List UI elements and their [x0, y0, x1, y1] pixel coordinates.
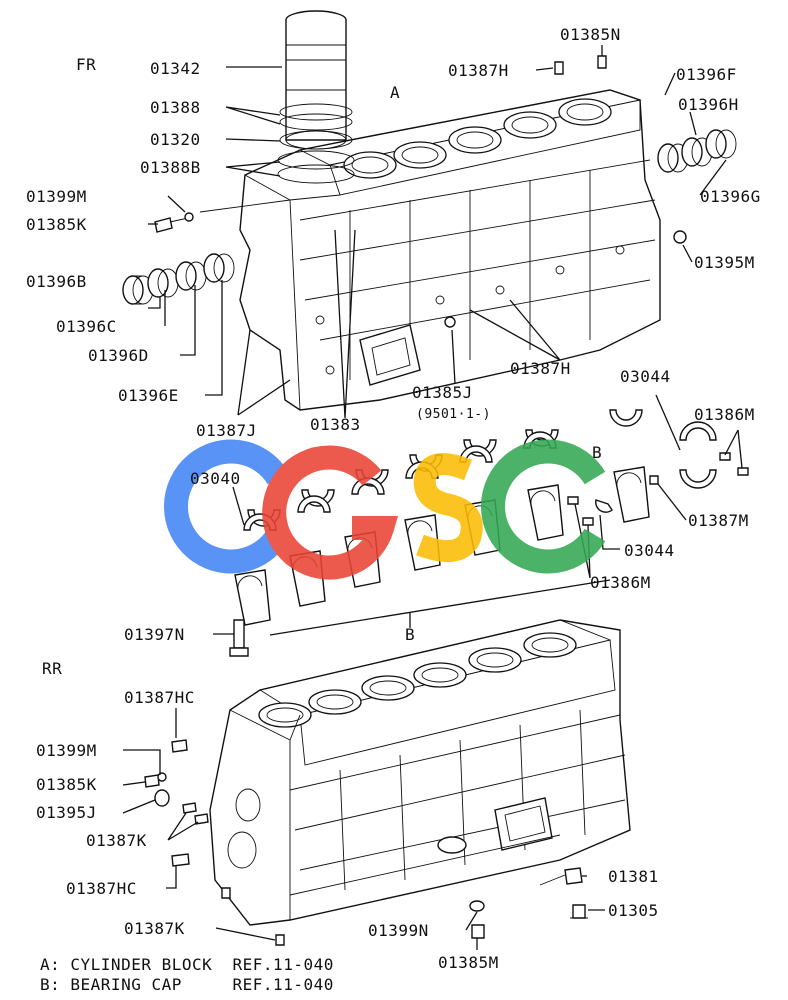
part-label-03040[interactable]: 03040	[190, 469, 241, 488]
part-label-01396G[interactable]: 01396G	[700, 187, 761, 206]
camshaft-bushings-front	[122, 253, 235, 305]
bearing-cap-bolt	[229, 619, 249, 657]
part-label-01388B[interactable]: 01388B	[140, 158, 201, 177]
part-label-01385K[interactable]: 01385K	[26, 215, 87, 234]
part-label-01399N[interactable]: 01399N	[368, 921, 429, 940]
part-label-01387HC-top[interactable]: 01387HC	[124, 688, 195, 707]
o-rings	[277, 103, 355, 184]
part-label-01383[interactable]: 01383	[310, 415, 361, 434]
camshaft-bushings-rear	[657, 129, 737, 173]
group-b-marker-top: B	[592, 443, 602, 462]
group-b-marker-bottom: B	[405, 625, 415, 644]
part-label-01396H[interactable]: 01396H	[678, 95, 739, 114]
cylinder-block-front-view	[239, 89, 661, 411]
part-label-01387HC-bottom[interactable]: 01387HC	[66, 879, 137, 898]
part-label-01387K-bottom[interactable]: 01387K	[124, 919, 185, 938]
part-label-01396C[interactable]: 01396C	[56, 317, 117, 336]
part-label-03044-bottom[interactable]: 03044	[624, 541, 675, 560]
cylinder-liner	[285, 10, 347, 150]
group-b-bracket	[269, 579, 611, 636]
part-label-01387K-top[interactable]: 01387K	[86, 831, 147, 850]
part-label-01305[interactable]: 01305	[608, 901, 659, 920]
part-label-01388[interactable]: 01388	[150, 98, 201, 117]
part-label-01387H-mid[interactable]: 01387H	[510, 359, 571, 378]
part-label-01387M[interactable]: 01387M	[688, 511, 749, 530]
legend-line-b: B: BEARING CAP REF.11-040	[40, 975, 334, 994]
part-label-01396D[interactable]: 01396D	[88, 346, 149, 365]
part-label-01396F[interactable]: 01396F	[676, 65, 737, 84]
part-label-01386M-top[interactable]: 01386M	[694, 405, 755, 424]
watermark-logo	[164, 439, 606, 580]
part-label-01320[interactable]: 01320	[150, 130, 201, 149]
small-parts-upper	[154, 55, 687, 328]
part-label-01395M[interactable]: 01395M	[694, 253, 755, 272]
part-label-01387J[interactable]: 01387J	[196, 421, 257, 440]
part-label-01399M-rr[interactable]: 01399M	[36, 741, 97, 760]
part-label-01397N[interactable]: 01397N	[124, 625, 185, 644]
cylinder-block-rear-view	[209, 619, 631, 926]
part-label-01342[interactable]: 01342	[150, 59, 201, 78]
part-label-01385N[interactable]: 01385N	[560, 25, 621, 44]
part-label-03044-top[interactable]: 03044	[620, 367, 671, 386]
part-label-01395J[interactable]: 01395J	[36, 803, 97, 822]
part-label-01387H-top[interactable]: 01387H	[448, 61, 509, 80]
part-label-01385J[interactable]: 01385J	[412, 383, 473, 402]
rear-marker: RR	[42, 659, 62, 678]
part-label-01385M[interactable]: 01385M	[438, 953, 499, 972]
part-label-01381[interactable]: 01381	[608, 867, 659, 886]
part-label-01385K-rr[interactable]: 01385K	[36, 775, 97, 794]
part-label-01396E[interactable]: 01396E	[118, 386, 179, 405]
small-parts-lower	[144, 739, 588, 946]
group-a-marker: A	[390, 83, 400, 102]
legend-line-a: A: CYLINDER BLOCK REF.11-040	[40, 955, 334, 974]
part-label-01399M[interactable]: 01399M	[26, 187, 87, 206]
part-label-01385J-note: (9501·1-)	[416, 407, 491, 422]
part-label-01386M-bottom[interactable]: 01386M	[590, 573, 651, 592]
front-marker: FR	[76, 55, 96, 74]
part-label-01396B[interactable]: 01396B	[26, 272, 87, 291]
